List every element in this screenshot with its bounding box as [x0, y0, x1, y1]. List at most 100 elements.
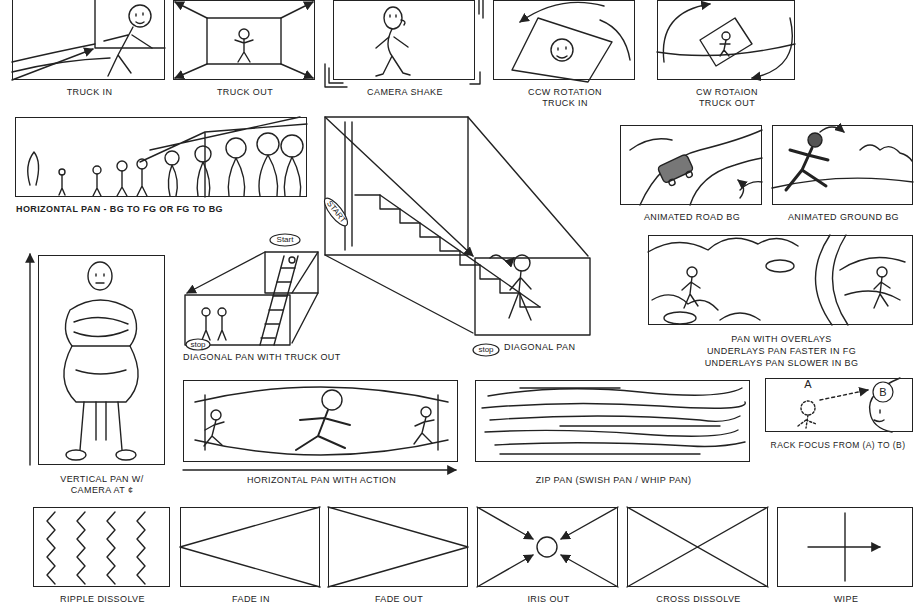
diagonal-pan-sketch: [509, 271, 531, 320]
diagonal-pan-sketch: [325, 117, 590, 335]
zip-pan-sketch: [490, 416, 740, 421]
truck-out-sketch: [235, 39, 253, 62]
marker-text: stop: [185, 338, 211, 351]
pan-overlays-sketch: [648, 235, 905, 325]
truck-in-sketch: [129, 5, 151, 27]
fade-in-symbol: [180, 507, 320, 587]
iris-out-symbol: [477, 507, 618, 587]
rack-focus-sketch: [801, 401, 815, 415]
animated-road-sketch: [640, 130, 762, 205]
vertical-pan-sketch: [76, 370, 126, 374]
truck-in-sketch: [12, 0, 165, 80]
vertical-pan-sketch: [116, 450, 136, 460]
camera-shake-sketch: [461, 0, 483, 18]
truck-out-sketch: [175, 64, 207, 78]
storyboard-panel: CCW ROTATION TRUCK IN: [493, 0, 635, 80]
oval-outline: [473, 344, 499, 356]
fade-out-symbol: [328, 507, 468, 587]
wipe-symbol: [808, 513, 880, 581]
truck-out-sketch: [175, 2, 313, 78]
diagonal-pan-sketch: [490, 255, 514, 261]
panel-caption: CROSS DISSOLVE: [628, 594, 769, 605]
diagonal-pan-sketch: [355, 195, 540, 307]
panel-caption: CW ROTAION TRUCK OUT: [687, 87, 767, 109]
fade-in-symbol: [180, 507, 320, 587]
horizontal-pan-sketch: [165, 151, 179, 165]
zip-pan-sketch: [488, 388, 742, 396]
truck-out-sketch: [175, 2, 207, 18]
zip-pan-sketch: [485, 430, 738, 436]
storyboard-panel: RIPPLE DISSOLVE: [33, 507, 170, 587]
horizontal-pan-action-sketch: [195, 387, 448, 455]
iris-out-symbol: [477, 507, 533, 539]
pan-overlays-sketch: [815, 235, 848, 325]
horizontal-pan-action-sketch: [204, 420, 224, 446]
ripple-dissolve-symbol: [137, 512, 145, 584]
horizontal-pan-sketch: [197, 162, 210, 196]
truck-in-sketch: [12, 58, 110, 72]
storyboard-panel: CROSS DISSOLVE: [627, 507, 768, 587]
pan-overlays-sketch: [648, 238, 798, 252]
vertical-pan-sketch: [74, 317, 128, 336]
camera-shake-sketch: [325, 64, 347, 87]
animated-road-sketch: [668, 178, 676, 186]
storyboard-panel: ZIP PAN (SWISH PAN / WHIP PAN): [475, 380, 750, 462]
diagonal-pan-sketch: [380, 195, 540, 307]
horizontal-pan-sketch: [168, 165, 177, 196]
pan-overlays-sketch: [766, 260, 794, 272]
panel-caption: TRUCK IN: [13, 87, 166, 98]
horizontal-pan-action-sketch: [183, 469, 456, 470]
pan-overlays-sketch: [682, 277, 700, 308]
diagonal-truck-out-sketch: [292, 293, 318, 343]
diagonal-truck-out-sketch: [202, 316, 210, 340]
horizontal-pan-action-sketch: [211, 410, 221, 420]
oval-outline: [186, 339, 210, 350]
diagonal-truck-out-sketch: [218, 308, 226, 316]
wipe-symbol: [808, 546, 880, 547]
diagonal-pan-sketch: [325, 117, 473, 256]
ccw-rotation-sketch: [512, 2, 630, 82]
vertical-pan-sketch: [66, 450, 86, 460]
panel-caption: UNDERLAYS PAN FASTER IN FG: [649, 346, 914, 357]
panel-caption: RACK FOCUS FROM (A) TO (B): [758, 440, 915, 451]
diagonal-truck-out-sketch: [260, 256, 298, 345]
camera-shake-sketch: [384, 7, 402, 29]
truck-out-sketch: [281, 64, 313, 78]
ripple-dissolve-symbol: [77, 512, 85, 584]
pan-overlays-sketch: [877, 267, 887, 277]
truck-in-sketch: [136, 13, 144, 24]
cw-rotation-sketch: [720, 40, 730, 56]
rack-focus-sketch: [820, 390, 868, 400]
pan-overlays-sketch: [652, 295, 760, 320]
animated-ground-sketch: [786, 148, 828, 190]
camera-shake-sketch: [376, 37, 408, 48]
storyboard-panel: DIAGONAL PANSTARTstop: [322, 115, 594, 355]
storyboard-panel: CAMERA SHAKE: [333, 0, 475, 80]
cross-dissolve-symbol: [627, 507, 768, 587]
animated-ground-sketch: [772, 127, 913, 190]
truck-in-sketch: [12, 49, 93, 80]
vertical-pan-sketch: [65, 300, 136, 346]
oval-outline: [873, 382, 893, 402]
marker-oval: START: [319, 194, 352, 231]
panel-caption: ZIP PAN (SWISH PAN / WHIP PAN): [476, 475, 751, 486]
vertical-pan-sketch: [64, 346, 138, 402]
rack-focus-sketch: [798, 415, 816, 428]
animated-ground-sketch: [820, 127, 844, 132]
diagonal-pan-sketch: [468, 117, 588, 256]
animated-road-sketch: [630, 139, 762, 190]
panel-caption: VERTICAL PAN W/ CAMERA AT ¢: [57, 474, 147, 496]
pan-overlays-sketch: [664, 312, 696, 324]
panel-caption: ANIMATED GROUND BG: [773, 212, 914, 223]
iris-out-symbol: [537, 537, 557, 557]
iris-out-symbol: [561, 507, 618, 539]
diagonal-truck-out-sketch: [202, 308, 210, 316]
storyboard-panel: FADE IN: [180, 507, 320, 587]
marker-oval: stop: [185, 338, 211, 351]
storyboard-panel: VERTICAL PAN W/ CAMERA AT ¢: [38, 255, 165, 465]
diagonal-pan-sketch: [514, 255, 530, 271]
pan-overlays-sketch: [840, 258, 905, 301]
horizontal-pan-sketch: [140, 117, 307, 197]
horizontal-pan-sketch: [28, 117, 307, 197]
diagonal-truck-out-sketch: [289, 257, 295, 263]
